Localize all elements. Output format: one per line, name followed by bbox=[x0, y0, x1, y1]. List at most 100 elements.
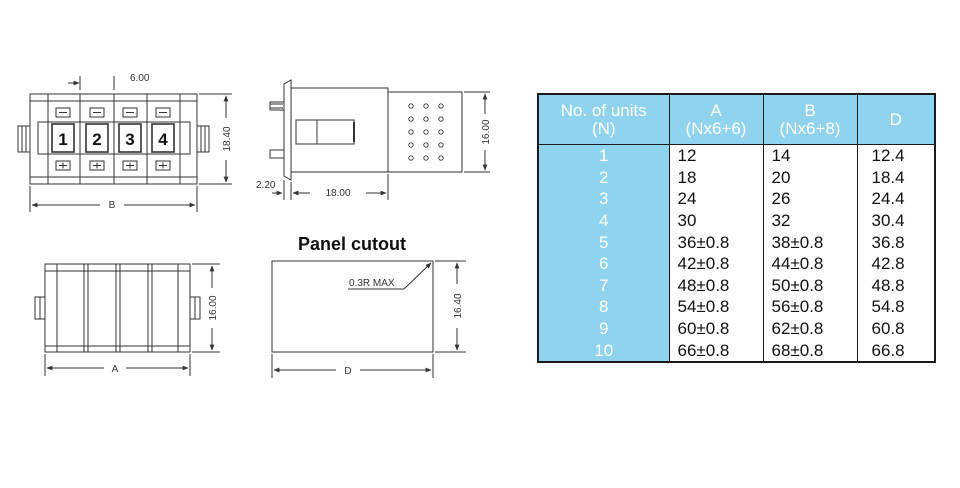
cell-n: 2 bbox=[537, 166, 670, 189]
side-switch bbox=[295, 119, 355, 145]
table-row: 3 24 26 24.4 bbox=[537, 188, 936, 210]
cutout-height-label: 16.40 bbox=[453, 293, 464, 318]
cell-n: 9 bbox=[537, 317, 670, 340]
front-width-label: B bbox=[109, 200, 116, 211]
cutout-rect bbox=[271, 260, 434, 353]
cell-a: 36±0.8 bbox=[668, 231, 764, 253]
side-pin-top bbox=[269, 101, 285, 111]
cell-a: 24 bbox=[668, 188, 764, 210]
header-d: D bbox=[856, 93, 936, 145]
side-bezel bbox=[283, 79, 292, 181]
plus-button-2 bbox=[89, 160, 105, 171]
plus-button-3 bbox=[122, 160, 138, 171]
cell-b: 44±0.8 bbox=[762, 252, 858, 275]
header-a-line2: (Nx6+6) bbox=[685, 118, 747, 138]
cell-b: 62±0.8 bbox=[762, 317, 858, 340]
dimension-table: No. of units (N) A (Nx6+6) B (Nx6+8) D 1… bbox=[537, 93, 936, 363]
cell-d: 12.4 bbox=[856, 144, 936, 167]
cell-b: 26 bbox=[762, 188, 858, 210]
cell-a: 60±0.8 bbox=[668, 317, 764, 340]
bottom-body bbox=[44, 263, 191, 353]
bottom-width-label: A bbox=[112, 364, 119, 375]
table-row: 2 18 20 18.4 bbox=[537, 166, 936, 189]
cell-a: 66±0.8 bbox=[668, 339, 764, 363]
pitch-label: 6.00 bbox=[130, 73, 150, 84]
side-body bbox=[290, 87, 389, 173]
bottom-view bbox=[34, 263, 220, 376]
cell-a: 42±0.8 bbox=[668, 252, 764, 275]
table-row: 4 30 32 30.4 bbox=[537, 209, 936, 232]
table-row: 9 60±0.8 62±0.8 60.8 bbox=[537, 317, 936, 340]
cell-n: 5 bbox=[537, 231, 670, 253]
digit-label-2: 2 bbox=[92, 130, 101, 149]
side-view bbox=[269, 79, 490, 200]
cell-a: 18 bbox=[668, 166, 764, 189]
cell-b: 14 bbox=[762, 144, 858, 167]
cutout-width-label: D bbox=[344, 366, 351, 377]
panel-cutout bbox=[271, 260, 466, 378]
front-height-label: 18.40 bbox=[222, 126, 233, 151]
header-units: No. of units (N) bbox=[537, 93, 670, 145]
digit-window-2 bbox=[85, 123, 109, 153]
cell-d: 36.8 bbox=[856, 231, 936, 253]
table-row: 8 54±0.8 56±0.8 54.8 bbox=[537, 296, 936, 318]
minus-button-3 bbox=[122, 107, 138, 118]
header-b-line1: B bbox=[804, 100, 816, 120]
header-a-line1: A bbox=[710, 100, 722, 120]
side-height-label: 16.00 bbox=[481, 119, 492, 144]
digit-label-4: 4 bbox=[158, 130, 168, 149]
cell-n: 7 bbox=[537, 274, 670, 297]
front-left-tab bbox=[17, 125, 31, 153]
plus-button-1 bbox=[55, 160, 71, 171]
header-units-line1: No. of units bbox=[560, 100, 647, 120]
cell-n: 4 bbox=[537, 209, 670, 232]
header-b: B (Nx6+8) bbox=[762, 93, 858, 145]
cell-d: 66.8 bbox=[856, 339, 936, 363]
cell-a: 48±0.8 bbox=[668, 274, 764, 297]
cell-b: 20 bbox=[762, 166, 858, 189]
cell-n: 10 bbox=[537, 339, 670, 363]
plus-button-4 bbox=[155, 160, 171, 171]
table-header-row: No. of units (N) A (Nx6+6) B (Nx6+8) D bbox=[537, 93, 936, 145]
cell-d: 24.4 bbox=[856, 188, 936, 210]
bottom-height-label: 16.00 bbox=[208, 295, 219, 320]
front-right-tab bbox=[196, 125, 210, 153]
offset-label: 2.20 bbox=[256, 180, 276, 191]
minus-button-2 bbox=[89, 107, 105, 118]
cell-a: 12 bbox=[668, 144, 764, 167]
front-view bbox=[17, 76, 232, 212]
table-row: 5 36±0.8 38±0.8 36.8 bbox=[537, 231, 936, 253]
table-row: 6 42±0.8 44±0.8 42.8 bbox=[537, 252, 936, 275]
pcb-holes bbox=[408, 103, 444, 161]
cell-d: 18.4 bbox=[856, 166, 936, 189]
cell-d: 48.8 bbox=[856, 274, 936, 297]
digit-label-3: 3 bbox=[125, 130, 134, 149]
radius-leader-arrow bbox=[403, 262, 432, 290]
cell-n: 3 bbox=[537, 188, 670, 210]
table-row: 10 66±0.8 68±0.8 66.8 bbox=[537, 339, 936, 363]
cell-d: 54.8 bbox=[856, 296, 936, 318]
panel-cutout-title: Panel cutout bbox=[298, 234, 406, 254]
cell-a: 54±0.8 bbox=[668, 296, 764, 318]
cell-d: 60.8 bbox=[856, 317, 936, 340]
cell-n: 8 bbox=[537, 296, 670, 318]
radius-note: 0.3R MAX bbox=[349, 278, 395, 289]
digit-window-4 bbox=[151, 123, 175, 153]
table-row: 7 48±0.8 50±0.8 48.8 bbox=[537, 274, 936, 297]
cell-d: 42.8 bbox=[856, 252, 936, 275]
cell-b: 68±0.8 bbox=[762, 339, 858, 363]
depth-label: 18.00 bbox=[325, 188, 350, 199]
cell-n: 1 bbox=[537, 144, 670, 167]
side-pcb bbox=[387, 91, 463, 173]
table-row: 1 12 14 12.4 bbox=[537, 144, 936, 167]
minus-button-4 bbox=[155, 107, 171, 118]
cell-b: 50±0.8 bbox=[762, 274, 858, 297]
cell-b: 38±0.8 bbox=[762, 231, 858, 253]
header-d-line1: D bbox=[889, 109, 902, 129]
digit-label-1: 1 bbox=[58, 130, 67, 149]
cell-b: 56±0.8 bbox=[762, 296, 858, 318]
header-b-line2: (Nx6+8) bbox=[779, 118, 841, 138]
digit-window-1 bbox=[51, 123, 75, 153]
header-units-line2: (N) bbox=[591, 118, 616, 138]
